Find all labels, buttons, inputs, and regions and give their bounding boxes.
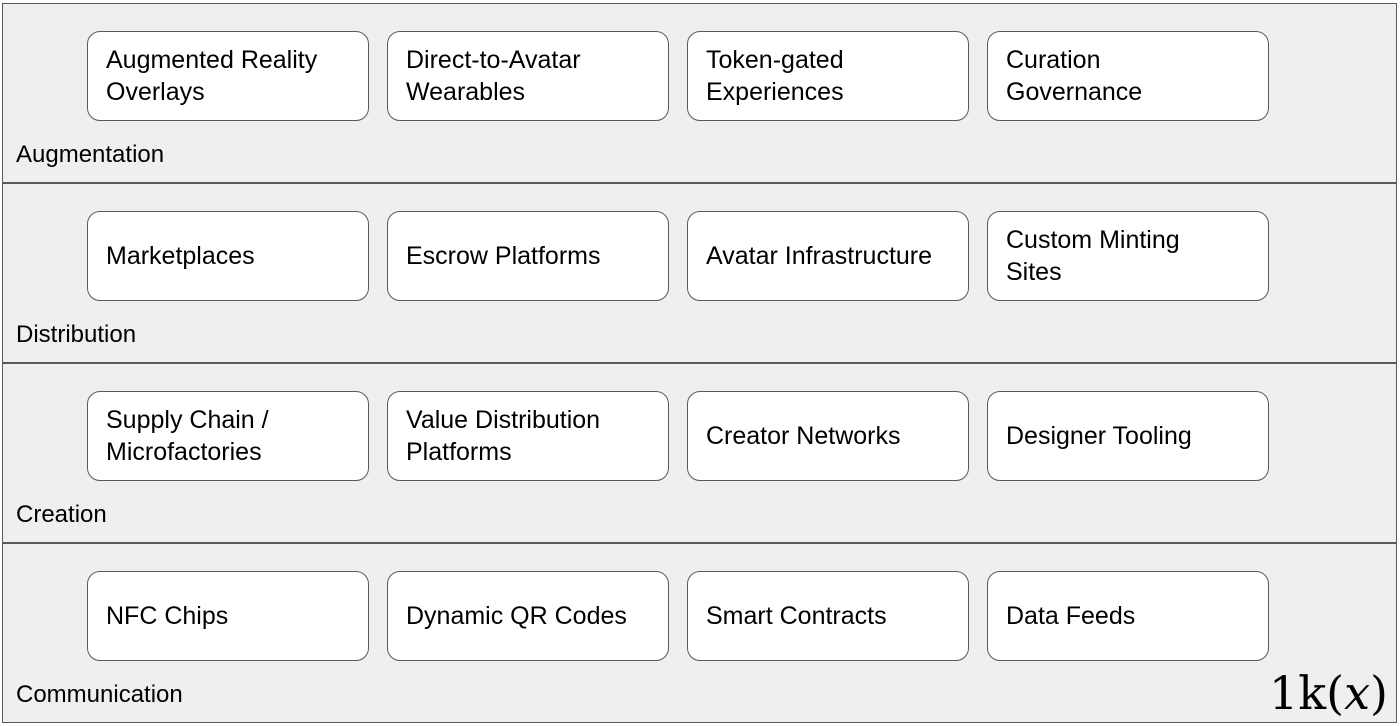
- item-label: Smart Contracts: [706, 602, 887, 630]
- brand-open-paren: (: [1326, 666, 1345, 720]
- brand-prefix: 1k: [1269, 666, 1327, 720]
- layer-distribution: Marketplaces Escrow Platforms Avatar Inf…: [2, 183, 1397, 363]
- item-box-creator-networks: Creator Networks: [687, 391, 969, 481]
- item-box-augmented-reality-overlays: Augmented Reality Overlays: [87, 31, 369, 121]
- item-label: Creator Networks: [706, 422, 901, 450]
- layer-label-augmentation: Augmentation: [16, 141, 165, 168]
- item-box-data-feeds: Data Feeds: [987, 571, 1269, 661]
- item-label: Direct-to-Avatar Wearables: [406, 46, 581, 106]
- item-label: Custom Minting Sites: [1006, 226, 1180, 286]
- item-box-designer-tooling: Designer Tooling: [987, 391, 1269, 481]
- item-label: Value Distribution Platforms: [406, 406, 601, 466]
- item-label: Designer Tooling: [1006, 422, 1192, 450]
- layer-stack-diagram: Augmented Reality Overlays Direct-to-Ava…: [2, 3, 1397, 723]
- item-box-supply-chain-microfactories: Supply Chain / Microfactories: [87, 391, 369, 481]
- brand-variable: x: [1344, 666, 1371, 720]
- layer-label-creation: Creation: [16, 501, 107, 528]
- item-label: Dynamic QR Codes: [406, 602, 627, 630]
- item-box-value-distribution-platforms: Value Distribution Platforms: [387, 391, 669, 481]
- item-box-avatar-infrastructure: Avatar Infrastructure: [687, 211, 969, 301]
- item-box-smart-contracts: Smart Contracts: [687, 571, 969, 661]
- item-label: Escrow Platforms: [406, 242, 601, 270]
- item-label: Supply Chain / Microfactories: [106, 406, 269, 466]
- brand-close-paren: ): [1370, 666, 1388, 720]
- layer-augmentation: Augmented Reality Overlays Direct-to-Ava…: [2, 3, 1397, 183]
- item-box-escrow-platforms: Escrow Platforms: [387, 211, 669, 301]
- item-label: Avatar Infrastructure: [706, 242, 933, 270]
- layer-creation: Supply Chain / Microfactories Value Dist…: [2, 363, 1397, 543]
- item-label: NFC Chips: [106, 602, 229, 630]
- layer-communication: NFC Chips Dynamic QR Codes Smart Contrac…: [2, 543, 1397, 723]
- item-label: Data Feeds: [1006, 602, 1136, 630]
- brand-logo: 1k(x): [1269, 668, 1388, 718]
- item-box-token-gated-experiences: Token-gated Experiences: [687, 31, 969, 121]
- item-box-marketplaces: Marketplaces: [87, 211, 369, 301]
- item-label: Token-gated Experiences: [706, 46, 844, 106]
- layer-label-communication: Communication: [16, 681, 183, 708]
- item-box-nfc-chips: NFC Chips: [87, 571, 369, 661]
- layer-label-distribution: Distribution: [16, 321, 137, 348]
- item-label: Augmented Reality Overlays: [106, 46, 318, 106]
- item-box-curation-governance: Curation Governance: [987, 31, 1269, 121]
- item-box-dynamic-qr-codes: Dynamic QR Codes: [387, 571, 669, 661]
- item-label: Marketplaces: [106, 242, 255, 270]
- item-box-direct-to-avatar-wearables: Direct-to-Avatar Wearables: [387, 31, 669, 121]
- item-label: Curation Governance: [1006, 46, 1143, 106]
- item-box-custom-minting-sites: Custom Minting Sites: [987, 211, 1269, 301]
